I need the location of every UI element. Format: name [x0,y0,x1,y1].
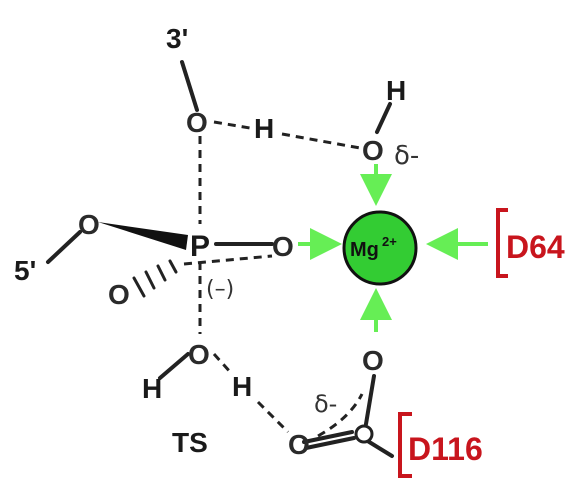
hbond-h-carboxylate [256,400,290,434]
residue-d116: D116 [408,431,483,467]
bond-o-h-nucleophile [158,352,190,380]
oxygen-5prime: O [78,209,100,240]
label-5prime: 5' [14,255,36,286]
delta-minus-bottom: δ- [314,390,337,418]
hydrogen-water: H [386,75,406,106]
hashed-bond [132,259,178,298]
hbond-o3-h [213,120,251,130]
dashed-bond-p-o-lower [183,254,273,266]
bracket-d116 [398,412,412,478]
residue-d64: D64 [506,229,565,265]
dashed-delocalization [317,393,364,438]
oxygen-nonbridging: O [108,279,130,310]
oxygen-carboxyl-mg: O [362,345,384,376]
mg-label: Mg [350,239,379,261]
hydrogen-bridge-top: H [254,113,274,144]
mg-charge: 2+ [382,234,397,249]
bracket-d64 [496,208,508,278]
oxygen-carboxyl-h: O [288,429,310,460]
oxygen-p-mg: O [272,231,294,262]
wedge-bond-5prime [98,222,188,250]
bond-c-d116 [364,438,394,458]
bond-o-h-water [375,102,392,134]
oxygen-3prime: O [186,107,208,138]
oxygen-nucleophile: O [188,339,210,370]
transition-state-label: TS [172,427,208,458]
carbon-carboxyl [354,424,374,444]
bond-c-o-carboxyl [364,374,376,426]
label-3prime: 3' [166,23,188,54]
hbond-o-h-lower [212,352,234,376]
hydrogen-bridge-bottom: H [232,371,252,402]
mg-ion-circle [342,210,418,286]
hydrogen-nucleophile: H [142,373,162,404]
bond-3prime-o [180,60,199,112]
bond-5prime-o [46,230,82,264]
oxygen-water: O [362,135,384,166]
negative-charge: (–) [206,277,234,302]
bond-carboxyl-o-c-1 [302,430,354,444]
hbond-h-water-o [281,132,361,150]
phosphorus: P [190,230,210,263]
delta-minus-top: δ- [394,141,419,171]
bond-carboxyl-o-c-2 [304,436,356,450]
